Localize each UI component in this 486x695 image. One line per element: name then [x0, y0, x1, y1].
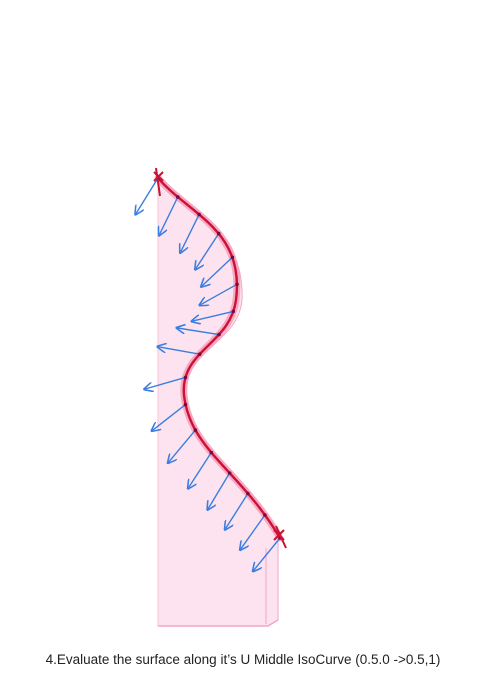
- surface-edge-right: [265, 540, 279, 624]
- sample-point: [235, 282, 239, 287]
- iso-curve: [156, 176, 282, 540]
- sample-point: [193, 428, 198, 432]
- normal-arrow: [169, 429, 196, 462]
- sample-point: [263, 513, 267, 517]
- viewport: [0, 167, 287, 627]
- sample-point: [231, 309, 236, 314]
- normal-arrow: [181, 214, 200, 252]
- normal-arrow: [225, 493, 249, 529]
- sample-point: [197, 212, 201, 217]
- sample-point: [246, 491, 250, 496]
- normal-arrow: [158, 347, 200, 355]
- sample-point: [209, 450, 214, 455]
- normal-arrow: [196, 233, 220, 269]
- sample-point: [197, 352, 202, 357]
- caption: 4.Evaluate the surface along it’s U Midd…: [45, 652, 441, 667]
- normal-arrow: [136, 177, 159, 214]
- normal-arrow: [193, 310, 234, 321]
- normal-arrow: [208, 472, 231, 509]
- sample-point: [176, 195, 180, 199]
- normal-arrows: [136, 177, 281, 571]
- start-cross-marker: [153, 167, 164, 197]
- sample-point: [217, 332, 221, 337]
- sample-point: [227, 471, 232, 475]
- normal-arrow: [189, 452, 212, 488]
- surface-face: [157, 176, 279, 627]
- normal-arrow: [241, 514, 266, 549]
- normal-arrow: [178, 328, 220, 336]
- end-cross-marker: [273, 525, 287, 549]
- sample-point: [216, 231, 221, 236]
- normal-arrow: [202, 256, 233, 286]
- normal-arrow: [145, 376, 186, 389]
- surface-edge-bottom: [158, 619, 279, 627]
- sample-point: [183, 402, 188, 407]
- normal-arrow: [159, 196, 179, 235]
- sample-point: [183, 375, 188, 380]
- normal-arrow: [254, 537, 281, 571]
- normal-arrow: [200, 283, 238, 305]
- sample-point: [230, 255, 235, 260]
- normal-arrow: [152, 404, 186, 431]
